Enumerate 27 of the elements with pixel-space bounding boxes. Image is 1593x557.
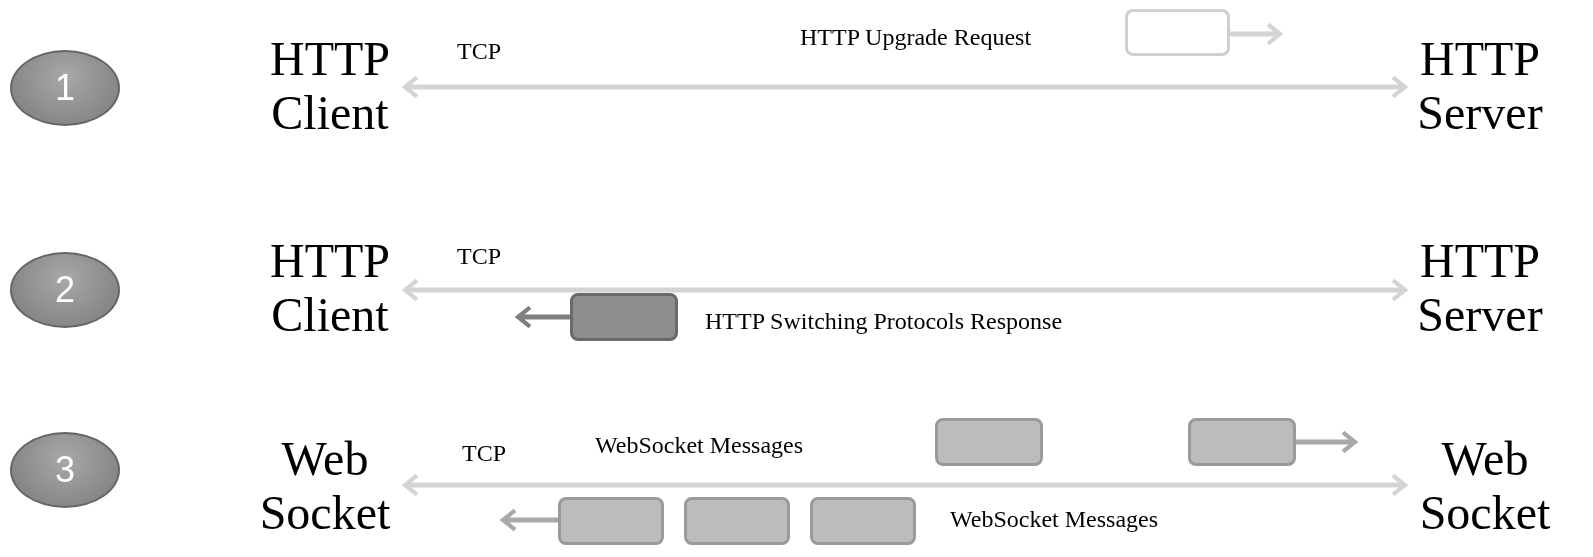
arrow (402, 75, 1408, 99)
message-box (1188, 418, 1296, 466)
number-badge: 1 (10, 50, 120, 126)
message-box (810, 497, 916, 545)
arrow (1230, 22, 1283, 46)
arrow (402, 278, 1408, 302)
message-box (570, 293, 678, 341)
number-badge: 2 (10, 252, 120, 328)
endpoint-label: HTTP Client (255, 32, 405, 140)
endpoint-label: HTTP Client (255, 234, 405, 342)
message-label: HTTP Switching Protocols Response (705, 308, 1063, 335)
message-label: WebSocket Messages (595, 432, 804, 459)
message-label: HTTP Upgrade Request (800, 24, 1032, 51)
arrow (500, 508, 558, 532)
number-badge: 3 (10, 432, 120, 508)
endpoint-label: Web Socket (245, 432, 405, 540)
endpoint-label: Web Socket (1405, 432, 1565, 540)
endpoint-label: HTTP Server (1405, 32, 1555, 140)
endpoint-label: HTTP Server (1405, 234, 1555, 342)
message-box (558, 497, 664, 545)
message-box (684, 497, 790, 545)
message-box (1125, 9, 1230, 56)
message-label: WebSocket Messages (950, 506, 1159, 533)
message-box (935, 418, 1043, 466)
arrow (1296, 430, 1358, 454)
arrow (515, 305, 570, 329)
arrow (402, 473, 1408, 497)
